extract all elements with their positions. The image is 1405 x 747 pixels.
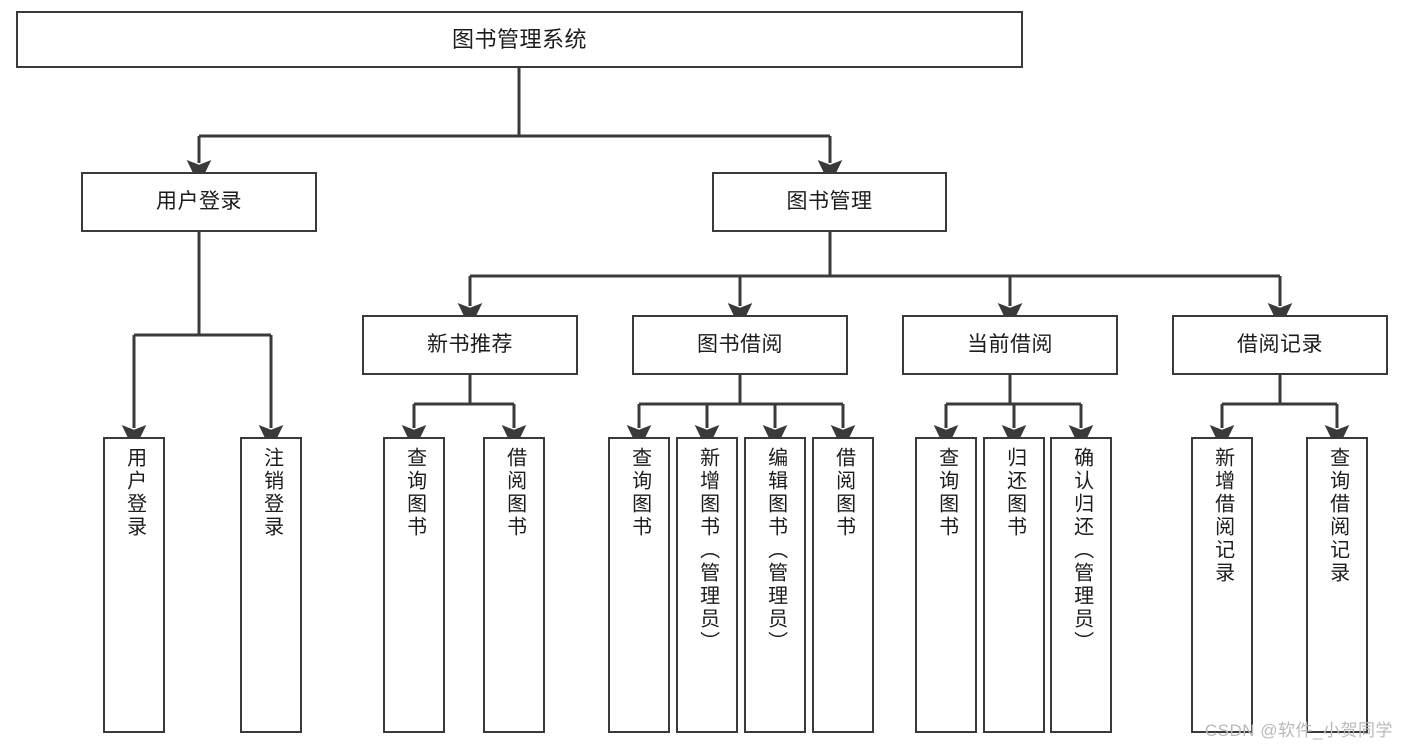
node-label: 编辑图书（管理员）: [764, 447, 787, 654]
node-label: 查询图书: [935, 447, 958, 539]
node-new-book-recommend[interactable]: 新书推荐: [362, 315, 578, 375]
node-book-borrow[interactable]: 图书借阅: [632, 315, 848, 375]
node-label: 图书管理系统: [451, 26, 587, 52]
node-book-management[interactable]: 图书管理: [712, 172, 947, 232]
node-label: 确认归还（管理员）: [1070, 447, 1093, 654]
leaf-borrow-book[interactable]: 借阅图书: [812, 437, 874, 733]
node-label: 借阅图书: [832, 447, 855, 539]
node-label: 当前借阅: [967, 332, 1053, 356]
node-label: 借阅图书: [503, 447, 526, 539]
leaf-query-book-borrow[interactable]: 查询图书: [608, 437, 670, 733]
leaf-add-book-admin[interactable]: 新增图书（管理员）: [676, 437, 738, 733]
node-label: 查询借阅记录: [1326, 447, 1349, 585]
leaf-borrow-book-recommend[interactable]: 借阅图书: [483, 437, 545, 733]
leaf-query-book-current[interactable]: 查询图书: [915, 437, 977, 733]
node-current-borrow[interactable]: 当前借阅: [902, 315, 1118, 375]
node-label: 新增借阅记录: [1211, 447, 1234, 585]
leaf-user-login[interactable]: 用户登录: [103, 437, 165, 733]
node-label: 归还图书: [1003, 447, 1026, 539]
node-label: 注销登录: [260, 447, 283, 539]
node-label: 图书管理: [786, 189, 873, 213]
node-label: 查询图书: [628, 447, 651, 539]
leaf-query-borrow-record[interactable]: 查询借阅记录: [1306, 437, 1368, 733]
leaf-confirm-return-admin[interactable]: 确认归还（管理员）: [1050, 437, 1112, 733]
leaf-return-book[interactable]: 归还图书: [983, 437, 1045, 733]
node-label: 用户登录: [156, 189, 242, 213]
node-label: 查询图书: [403, 447, 426, 539]
node-label: 图书借阅: [697, 332, 783, 356]
leaf-edit-book-admin[interactable]: 编辑图书（管理员）: [744, 437, 806, 733]
leaf-query-book-recommend[interactable]: 查询图书: [383, 437, 445, 733]
node-label: 借阅记录: [1237, 332, 1323, 356]
node-label: 新书推荐: [427, 332, 513, 356]
leaf-user-logout[interactable]: 注销登录: [240, 437, 302, 733]
node-user-login[interactable]: 用户登录: [81, 172, 317, 232]
node-label: 用户登录: [123, 447, 146, 539]
node-borrow-record[interactable]: 借阅记录: [1172, 315, 1388, 375]
leaf-add-borrow-record[interactable]: 新增借阅记录: [1191, 437, 1253, 733]
node-label: 新增图书（管理员）: [696, 447, 719, 654]
node-root-book-management-system[interactable]: 图书管理系统: [16, 11, 1023, 68]
